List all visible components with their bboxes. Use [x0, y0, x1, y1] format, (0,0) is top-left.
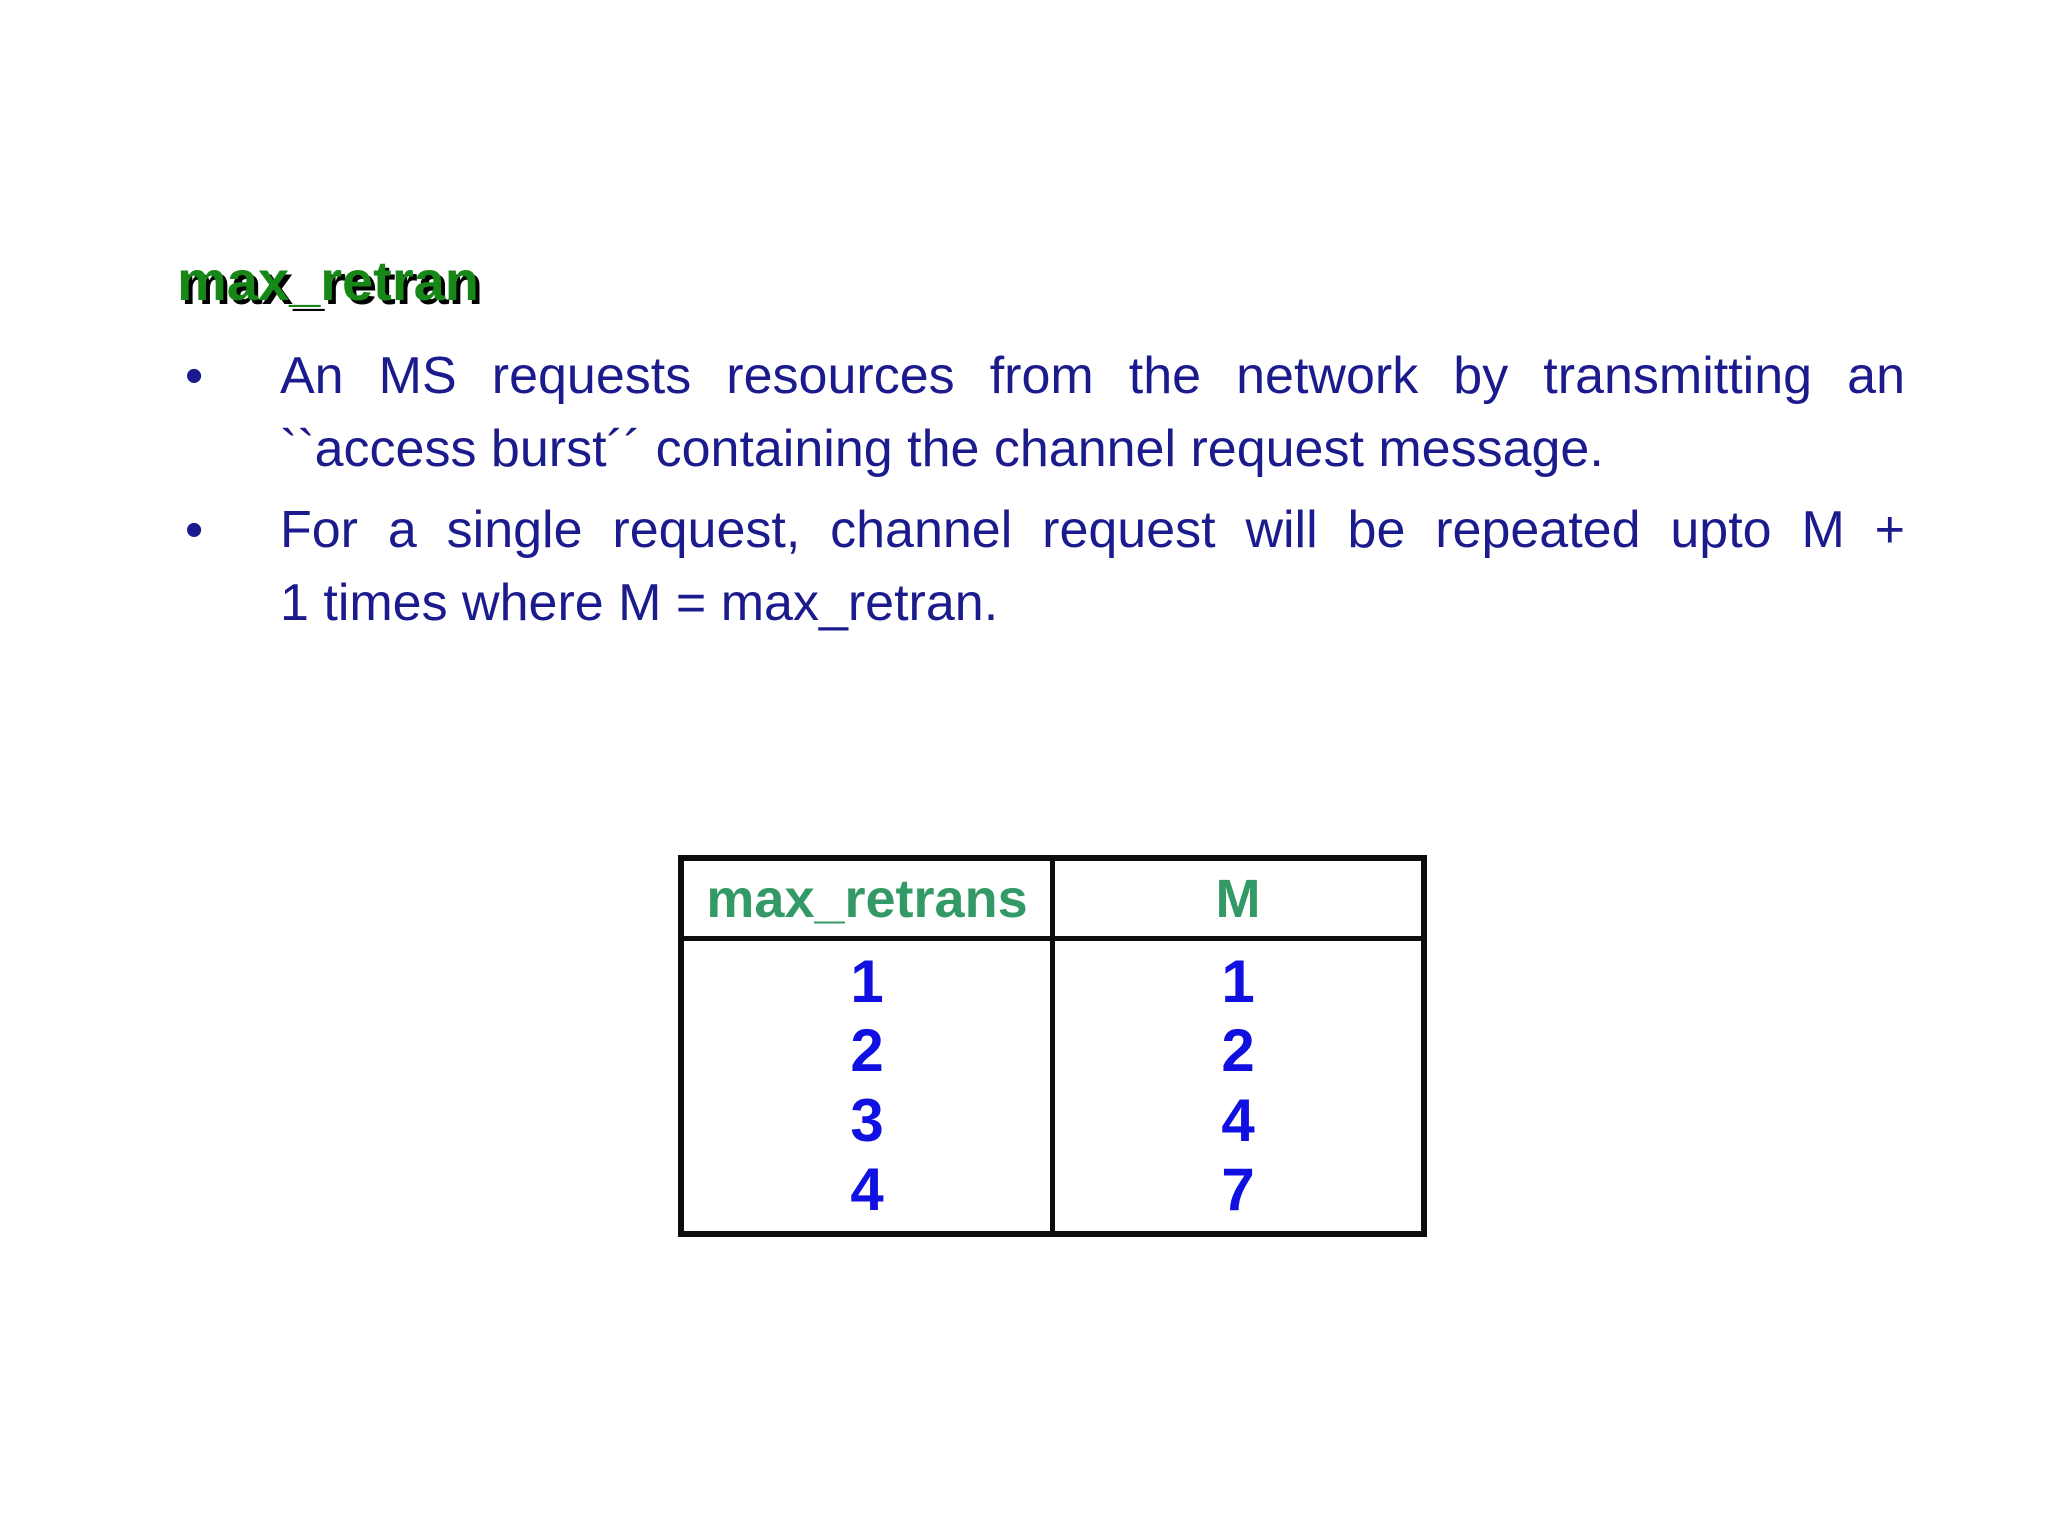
table-cell: 4 [850, 1156, 884, 1224]
table-column-m: 1 2 4 7 [1050, 941, 1421, 1231]
table-cell: 7 [1221, 1156, 1255, 1224]
bullet-text: For a single request, channel request wi… [280, 494, 1905, 640]
bullet-item: • For a single request, channel request … [185, 494, 1905, 640]
table-cell: 2 [1221, 1017, 1255, 1085]
table-body: 1 2 3 4 1 2 4 7 [684, 941, 1421, 1231]
table-cell: 3 [850, 1086, 884, 1154]
retrans-table: max_retrans M 1 2 3 4 1 2 4 7 [678, 855, 1427, 1237]
table-column-max-retrans: 1 2 3 4 [684, 941, 1050, 1231]
bullet-item: • An MS requests resources from the netw… [185, 340, 1905, 486]
table-cell: 1 [850, 947, 884, 1015]
bullet-line: For a single request, channel request wi… [280, 501, 1905, 559]
slide-title: max_retran [177, 249, 479, 312]
bullet-line: ``access burst´´ containing the channel … [280, 420, 1604, 478]
bullet-marker: • [185, 501, 204, 559]
bullet-line: An MS requests resources from the networ… [280, 347, 1905, 405]
table-cell: 1 [1221, 947, 1255, 1015]
bullet-marker: • [185, 347, 204, 405]
table-header-max-retrans: max_retrans [706, 868, 1028, 929]
bullet-list: • An MS requests resources from the netw… [185, 340, 1905, 648]
table-cell: 2 [850, 1017, 884, 1085]
table-header-m: M [1215, 868, 1261, 929]
table-header-row: max_retrans M [684, 861, 1421, 941]
table-cell: 4 [1221, 1086, 1255, 1154]
bullet-text: An MS requests resources from the networ… [280, 340, 1905, 486]
bullet-line: 1 times where M = max_retran. [280, 574, 999, 632]
